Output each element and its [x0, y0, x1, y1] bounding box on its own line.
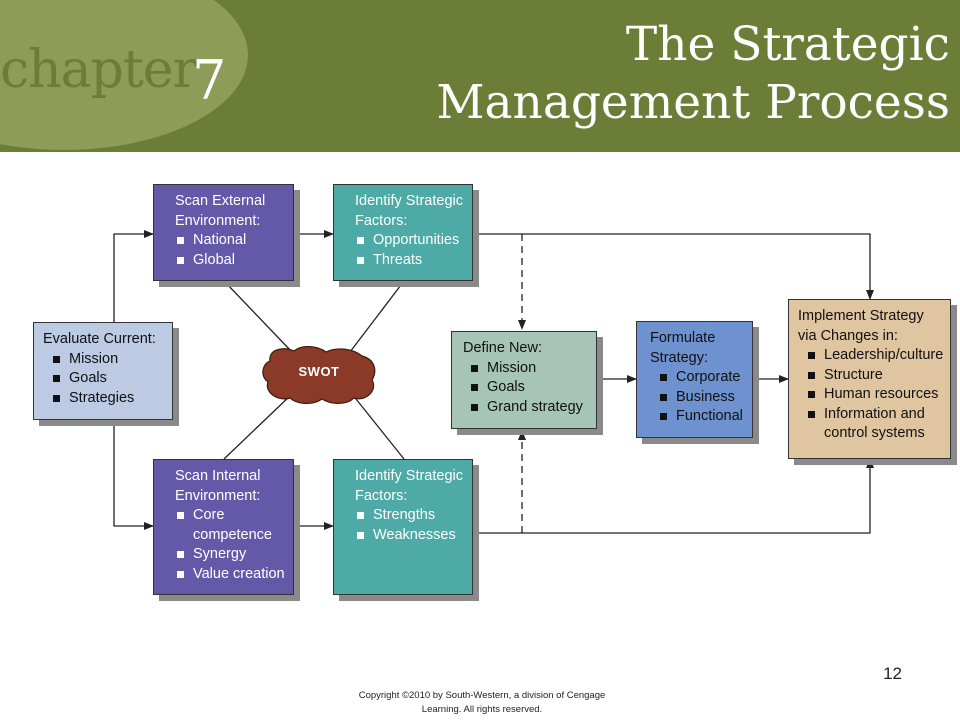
identify-item-strengths: Strengths	[355, 506, 466, 526]
implement-item-structure: Structure	[806, 366, 944, 386]
identify-opportunities-title-line-1: Identify Strategic	[355, 193, 463, 209]
identify-item-opportunities: Opportunities	[355, 231, 466, 251]
scan-external-item-national: National	[175, 231, 287, 251]
implement-item-information: Information and	[806, 405, 944, 425]
evaluate-item-mission: Mission	[51, 350, 166, 370]
arrow-evaluate-to-scan-external	[113, 230, 154, 322]
formulate-title-line-2: Strategy:	[650, 349, 709, 366]
identify-item-threats: Threats	[355, 251, 466, 271]
scan-external-title-line-1: Scan External	[175, 193, 266, 209]
formulate-item-business: Business	[658, 388, 746, 408]
chapter-label: chapter	[0, 40, 197, 100]
formulate-item-functional: Functional	[658, 407, 746, 427]
scan-internal-item-core: Core	[175, 506, 287, 526]
swot-link-scan-external	[223, 280, 293, 353]
scan-external-box: Scan External Environment: National Glob…	[153, 184, 294, 281]
define-new-title: Define New:	[463, 340, 542, 356]
implement-title-line-1: Implement Strategy	[798, 308, 924, 324]
evaluate-current-box: Evaluate Current: Mission Goals Strategi…	[33, 322, 173, 420]
swot-link-scan-internal	[223, 393, 293, 460]
line-opportunities-to-implement	[473, 233, 874, 300]
copyright-notice: Copyright ©2010 by South-Western, a divi…	[330, 689, 634, 717]
scan-internal-title-line-1: Scan Internal	[175, 468, 261, 484]
scan-internal-item-competence: competence	[193, 526, 272, 543]
copyright-line-2: Learning. All rights reserved.	[421, 704, 543, 715]
scan-external-title-line-2: Environment:	[175, 212, 261, 229]
slide-header: chapter 7 The Strategic Management Proce…	[0, 0, 960, 152]
define-item-mission: Mission	[469, 359, 590, 379]
implement-item-human-resources: Human resources	[806, 385, 944, 405]
formulate-title-line-1: Formulate	[650, 330, 716, 346]
define-item-goals: Goals	[469, 378, 590, 398]
scan-internal-box: Scan Internal Environment: Core competen…	[153, 459, 294, 595]
evaluate-item-goals: Goals	[51, 369, 166, 389]
evaluate-item-strategies: Strategies	[51, 389, 166, 409]
implement-item-control-systems: control systems	[824, 425, 925, 441]
arrow-evaluate-to-scan-internal	[113, 420, 154, 530]
identify-strengths-box: Identify Strategic Factors: Strengths We…	[333, 459, 473, 595]
formulate-strategy-box: Formulate Strategy: Corporate Business F…	[636, 321, 753, 438]
define-item-grand-strategy: Grand strategy	[469, 398, 590, 418]
implement-strategy-box: Implement Strategy via Changes in: Leade…	[788, 299, 951, 459]
identify-opportunities-title-line-2: Factors:	[355, 212, 408, 229]
slide-title-line-2: Management Process	[436, 75, 950, 130]
identify-item-weaknesses: Weaknesses	[355, 526, 466, 546]
identify-strengths-title-line-2: Factors:	[355, 487, 408, 504]
chapter-number: 7	[192, 49, 227, 112]
implement-title-line-2: via Changes in:	[798, 327, 898, 344]
swot-label: SWOT	[298, 364, 340, 379]
identify-opportunities-box: Identify Strategic Factors: Opportunitie…	[333, 184, 473, 281]
slide-title-line-1: The Strategic	[625, 17, 950, 72]
swot-link-identify-strengths	[351, 393, 405, 460]
implement-item-leadership: Leadership/culture	[806, 346, 944, 366]
swot-link-identify-opportunities	[349, 280, 405, 353]
line-strengths-to-implement	[473, 458, 874, 534]
swot-blob	[262, 346, 376, 404]
copyright-line-1: Copyright ©2010 by South-Western, a divi…	[358, 690, 606, 701]
slide-title: The Strategic Management Process	[436, 16, 950, 132]
identify-strengths-title-line-1: Identify Strategic	[355, 468, 463, 484]
scan-internal-item-value-creation: Value creation	[175, 565, 287, 585]
evaluate-current-title: Evaluate Current:	[43, 331, 156, 347]
scan-external-item-global: Global	[175, 251, 287, 271]
formulate-item-corporate: Corporate	[658, 368, 746, 388]
scan-internal-item-synergy: Synergy	[175, 545, 287, 565]
page-number: 12	[883, 664, 902, 683]
define-new-box: Define New: Mission Goals Grand strategy	[451, 331, 597, 429]
scan-internal-title-line-2: Environment:	[175, 487, 261, 504]
